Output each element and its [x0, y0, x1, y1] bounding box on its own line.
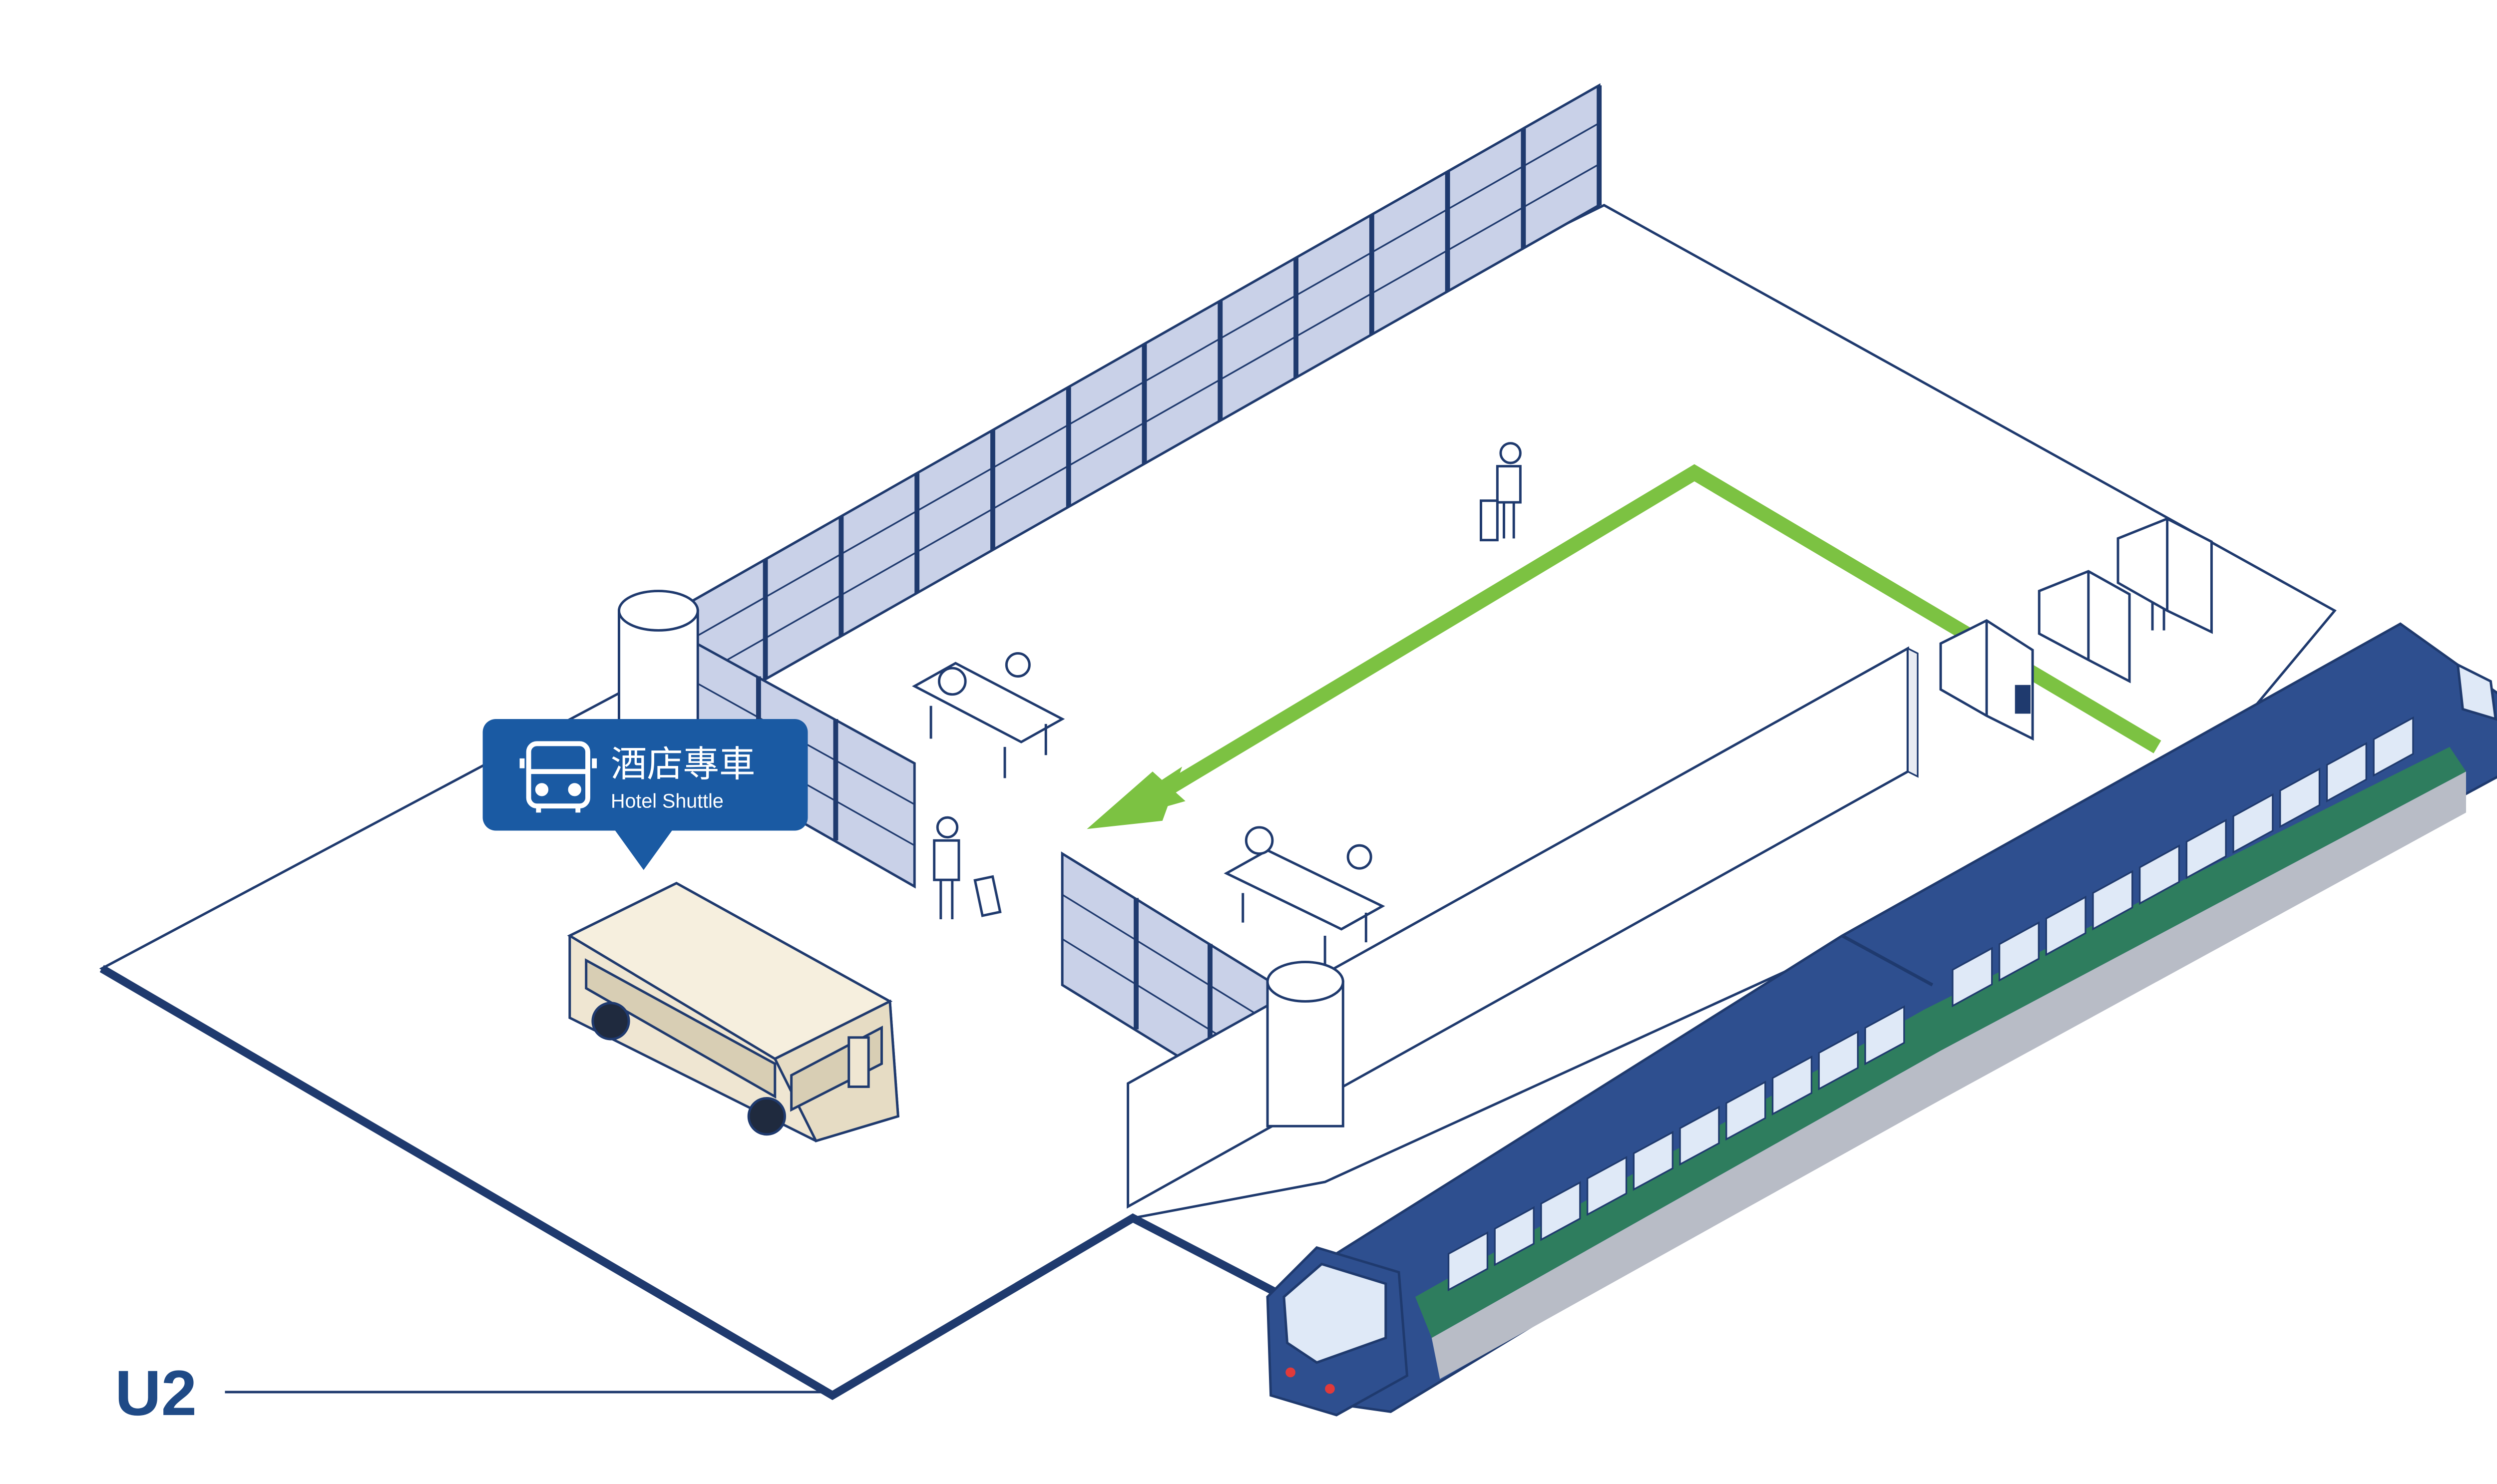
- bus-icon: [519, 741, 597, 813]
- train-window: [1952, 947, 1993, 1008]
- passenger-with-suitcase-2: [933, 816, 1002, 920]
- train-window: [2373, 716, 2414, 777]
- train-window: [1494, 1206, 1535, 1266]
- train-window: [1725, 1081, 1766, 1141]
- train-window: [1633, 1130, 1673, 1191]
- train-window: [2045, 895, 2086, 956]
- sign-title-en: Hotel Shuttle: [611, 790, 724, 812]
- passenger-with-suitcase-1: [1479, 442, 1522, 542]
- train-window: [1998, 921, 2040, 982]
- train-window: [1864, 1005, 1905, 1066]
- train-window: [2185, 818, 2227, 879]
- ticket-gate-1: [1939, 619, 2034, 741]
- level-label: U2: [115, 1358, 197, 1429]
- train-window: [1540, 1181, 1581, 1241]
- level-indicator: U2: [115, 1358, 832, 1429]
- train-window: [2139, 844, 2180, 905]
- waiting-bench-back: [912, 652, 1065, 778]
- train-window: [2326, 742, 2367, 802]
- train-window: [1818, 1030, 1859, 1091]
- train-window: [2092, 870, 2133, 931]
- train-window: [2279, 767, 2321, 828]
- train-window: [1587, 1156, 1628, 1216]
- airport-express-train: [1266, 622, 2497, 1417]
- train-window: [2232, 793, 2274, 854]
- train-window: [1679, 1106, 1720, 1166]
- ticket-gate-3: [2116, 517, 2213, 634]
- waiting-bench-front: [1224, 826, 1385, 966]
- train-window: [1447, 1231, 1489, 1292]
- ticket-gate-2: [2038, 570, 2131, 684]
- back-glass-fence: [687, 83, 1602, 725]
- train-window: [1771, 1055, 1813, 1115]
- sign-title-cn: 酒店專車: [611, 743, 755, 785]
- round-pillar-right: [1266, 961, 1344, 1127]
- hotel-shuttle-sign: 酒店專車 Hotel Shuttle: [482, 719, 808, 870]
- hotel-shuttle-bus: [567, 881, 899, 1142]
